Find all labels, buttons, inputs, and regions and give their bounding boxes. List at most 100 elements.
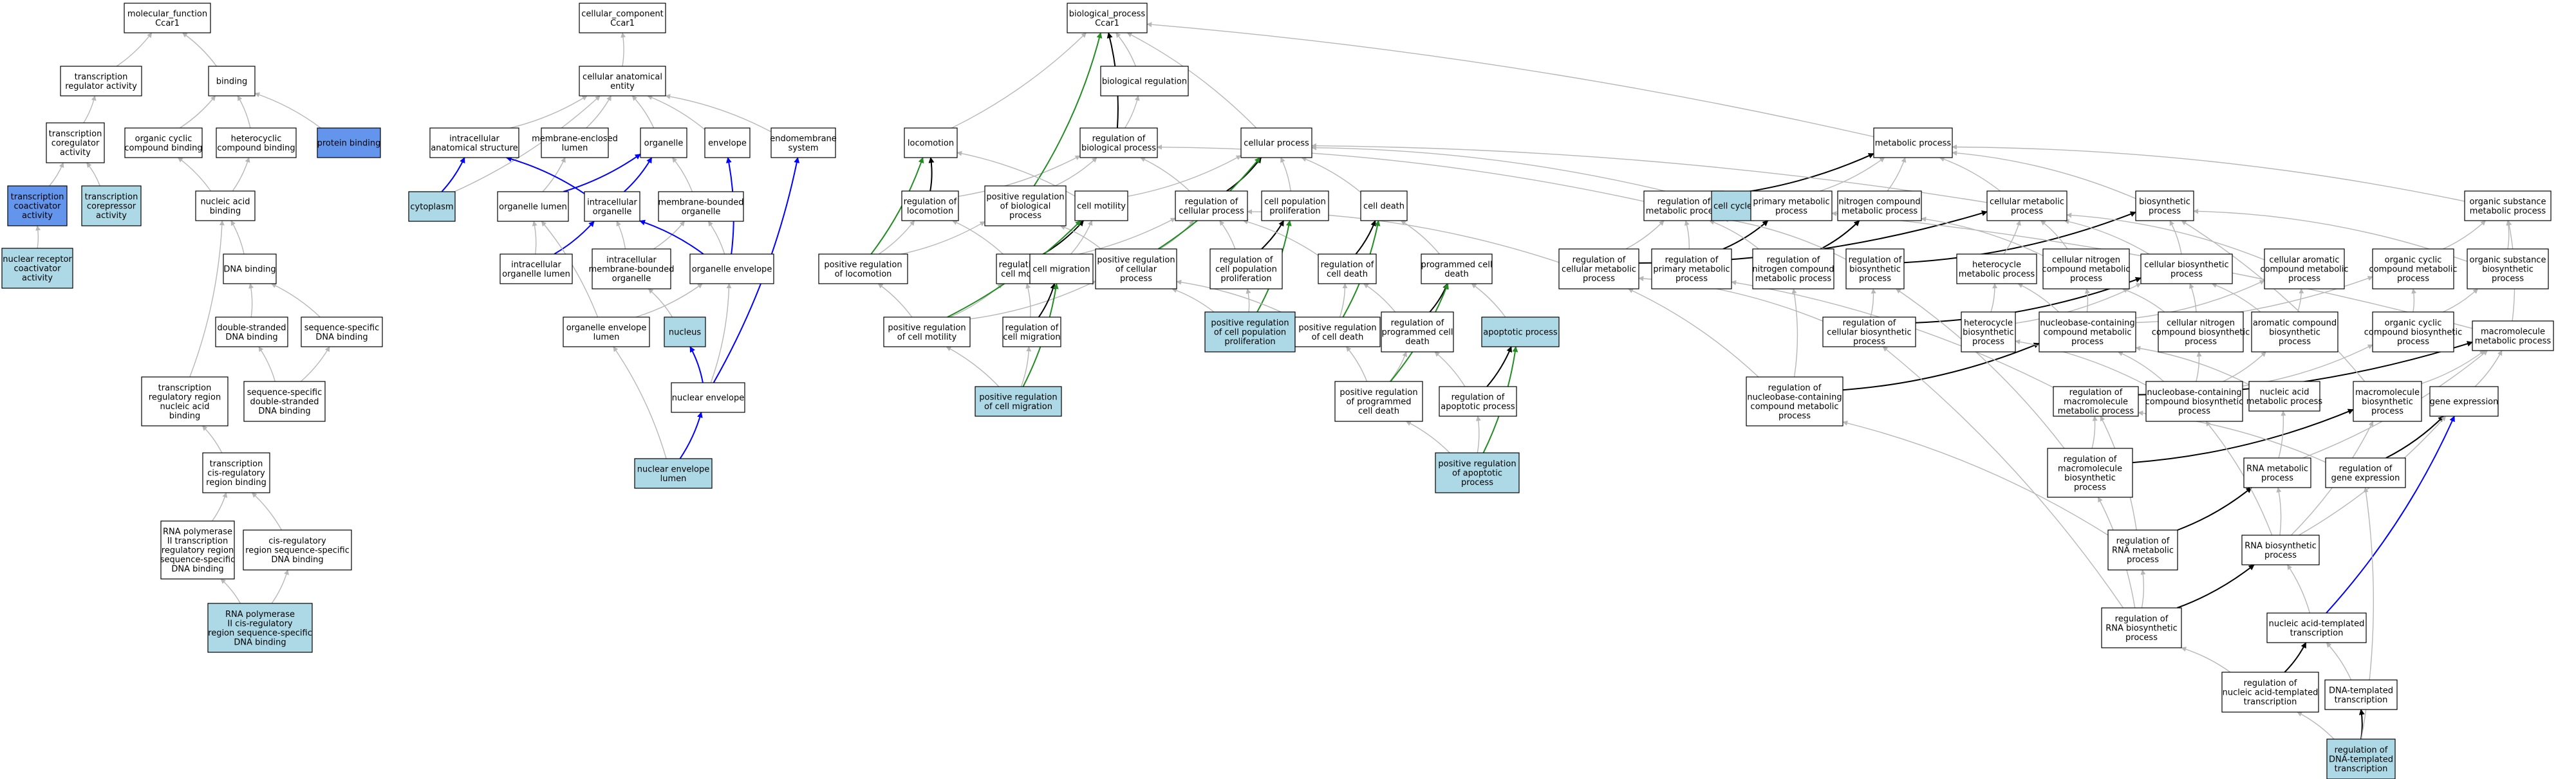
term-node-cmig[interactable]: cell migration (1029, 253, 1094, 284)
term-node-apop[interactable]: apoptotic process (1481, 316, 1560, 347)
term-node-cellproc[interactable]: cellular process (1240, 127, 1312, 158)
term-node-organelle[interactable]: organelle (640, 127, 687, 158)
term-node-oenv[interactable]: organelle envelope (689, 253, 774, 284)
term-node-protb[interactable]: protein binding (317, 127, 381, 158)
term-node-gexp[interactable]: gene expression (2429, 386, 2499, 417)
term-node-ccycle[interactable]: cell cycle (1711, 190, 1755, 221)
term-node-bioreg[interactable]: biological regulation (1100, 66, 1189, 96)
term-node-cmot[interactable]: cell motility (1074, 190, 1128, 221)
term-node-rnbcmp[interactable]: regulation ofnucleobase-containingcompou… (1746, 376, 1843, 426)
term-node-binding[interactable]: binding (208, 66, 256, 96)
term-node-metproc[interactable]: metabolic process (1873, 127, 1953, 158)
term-node-cdeath[interactable]: cell death (1360, 190, 1408, 221)
term-node-locomotion[interactable]: locomotion (904, 127, 958, 158)
term-node-dnab[interactable]: DNA binding (223, 253, 277, 284)
term-node-nenv[interactable]: nuclear envelope (671, 382, 745, 413)
term-node-rmbsp[interactable]: regulation ofmacromoleculebiosyntheticpr… (2047, 448, 2133, 498)
term-node-nucleus[interactable]: nucleus (664, 316, 706, 347)
term-node-envelope[interactable]: envelope (704, 127, 751, 158)
